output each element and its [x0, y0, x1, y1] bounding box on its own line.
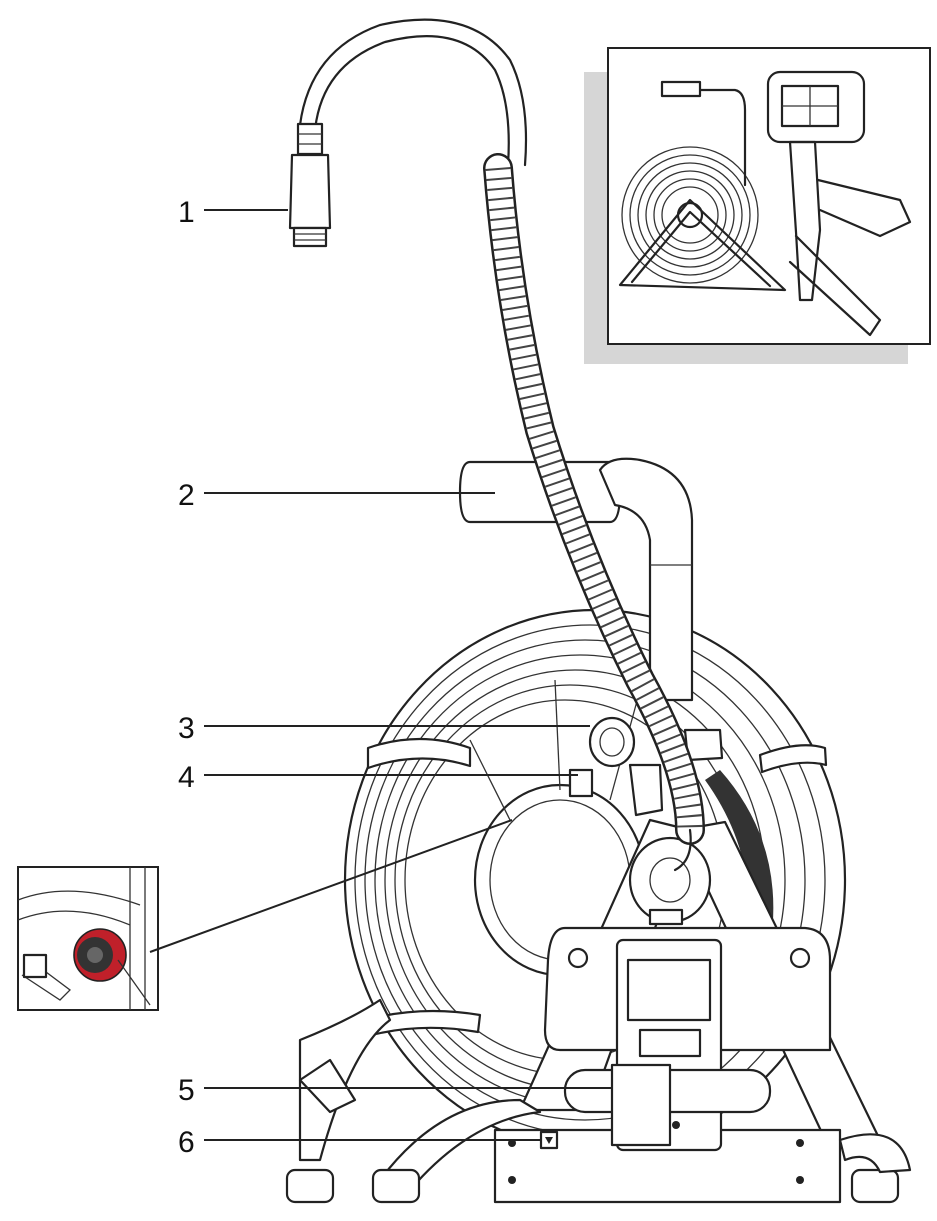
- camera-connector: [288, 122, 332, 248]
- cable-clamp: [568, 728, 724, 817]
- coiled-cable: [298, 18, 705, 872]
- callout-4: 4: [178, 761, 195, 794]
- reel-main-drawing: [285, 18, 912, 1204]
- callout-6: 6: [178, 1126, 195, 1159]
- power-switch: [539, 1130, 559, 1150]
- reel-lock-knob: [588, 716, 636, 768]
- leader-lines: [149, 209, 612, 1141]
- cable-tie-bottom: [364, 1009, 482, 1038]
- callout-2: 2: [178, 479, 195, 512]
- rear-legs: [298, 998, 542, 1192]
- cable-tie-right: [758, 744, 828, 774]
- overview-reel-drawing: [618, 80, 787, 292]
- callout-3: 3: [178, 712, 195, 745]
- lock-knob-detail-inset: [17, 866, 159, 1011]
- front-hub: [628, 836, 712, 926]
- control-box: [543, 926, 832, 1152]
- overview-controller-drawing: [766, 70, 912, 337]
- callout-5: 5: [178, 1074, 195, 1107]
- callout-numbers: 1 2 3 4 5 6: [178, 196, 195, 1159]
- system-overview-inset: [584, 47, 931, 364]
- cable-tie-left: [366, 737, 472, 770]
- callout-1: 1: [178, 196, 195, 229]
- rubber-feet: [285, 1133, 912, 1204]
